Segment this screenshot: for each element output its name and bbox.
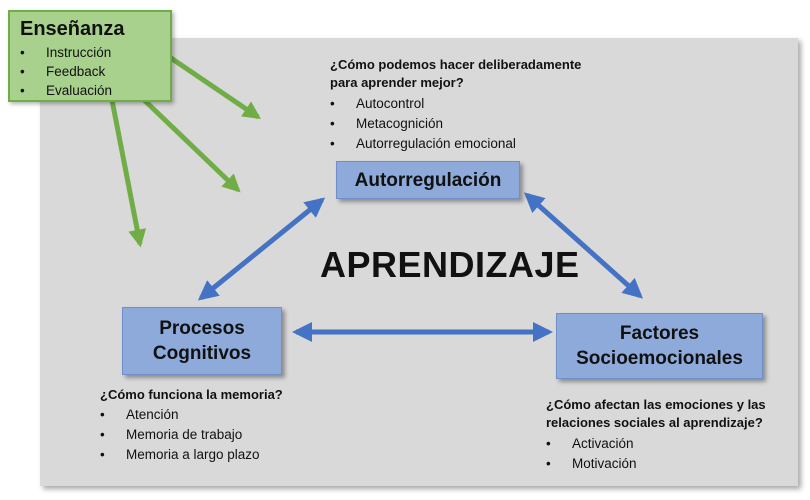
arrow-ensenanza-2 [139,95,241,193]
question-line: para aprender mejor? [330,75,464,90]
question-line: ¿Cómo podemos hacer deliberadamente [330,57,582,72]
node-label: Autorregulación [354,169,502,191]
bullet-list: Activación Motivación [546,434,796,474]
arrow-ensenanza-3 [109,99,147,248]
arrow-autoregulacion-procesos [197,197,326,301]
list-item: Instrucción [20,43,160,62]
list-item: Memoria de trabajo [100,425,360,445]
list-item: Memoria a largo plazo [100,445,360,465]
bullet-list: Autocontrol Metacognición Autorregulació… [330,94,650,154]
list-item: Autocontrol [330,94,650,114]
node-autorregulacion: Autorregulación [336,161,520,199]
node-procesos-cognitivos: Procesos Cognitivos [122,307,282,375]
question: ¿Cómo podemos hacer deliberadamente para… [330,56,650,92]
cognitive-questions: ¿Cómo funciona la memoria? Atención Memo… [100,386,360,465]
list-item: Metacognición [330,114,650,134]
arrow-ensenanza-1 [160,49,261,120]
list-item: Atención [100,405,360,425]
list-item: Activación [546,434,796,454]
question: ¿Cómo funciona la memoria? [100,387,283,402]
node-label: Cognitivos [152,343,252,364]
node-label: Factores [619,323,700,344]
teaching-box: Enseñanza Instrucción Feedback Evaluació… [8,10,172,102]
socio-questions: ¿Cómo afectan las emociones y las relaci… [546,396,796,474]
teaching-title: Enseñanza [20,18,125,40]
list-item: Motivación [546,454,796,474]
list-item: Autorregulación emocional [330,134,650,154]
arrow-autoregulacion-factores [524,192,643,299]
teaching-list: Instrucción Feedback Evaluación [20,43,160,100]
node-factores-socioemocionales: Factores Socioemocionales [556,313,763,379]
question: ¿Cómo afectan las emociones y las relaci… [546,396,796,432]
self-regulation-questions: ¿Cómo podemos hacer deliberadamente para… [330,56,650,154]
bullet-list: Atención Memoria de trabajo Memoria a la… [100,405,360,465]
list-item: Evaluación [20,81,160,100]
node-label: Procesos [159,318,245,339]
center-label: APRENDIZAJE [320,244,580,285]
question-line: relaciones sociales al aprendizaje? [546,415,763,430]
question-line: ¿Cómo afectan las emociones y las [546,397,766,412]
node-label: Socioemocionales [576,348,743,369]
list-item: Feedback [20,62,160,81]
